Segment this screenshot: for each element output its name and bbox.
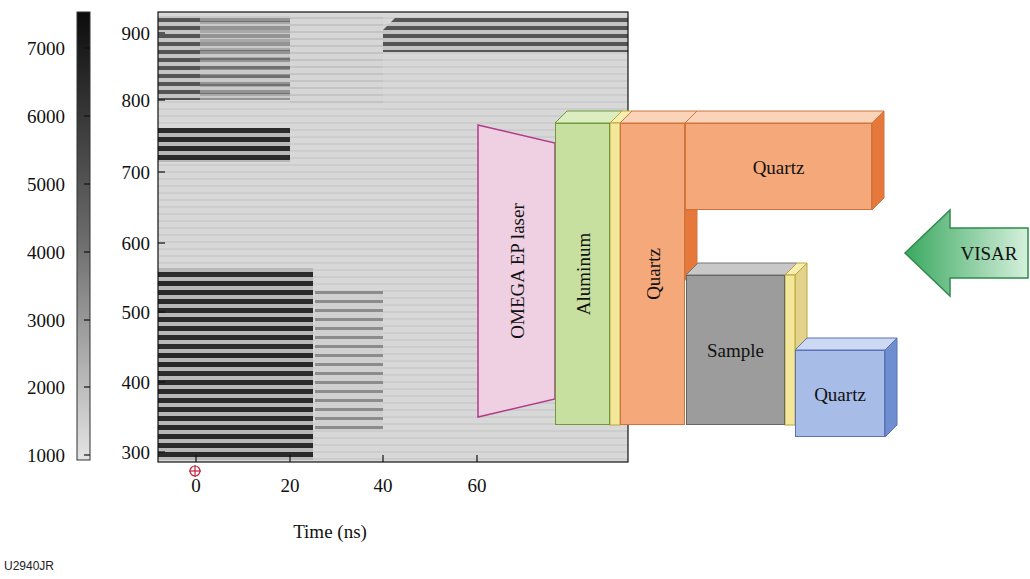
figure-id: U2940JR [4,560,54,572]
quartz-reference: Quartz [685,123,872,210]
x-axis-tick: 0 [191,476,201,495]
visar-arrow: VISAR [905,210,1028,296]
part-label: Sample [707,341,764,360]
sample-block: Sample [686,275,785,425]
part-label: Quartz [643,248,662,300]
y-axis-tick: 900 [122,24,151,43]
colorbar-tick: 7000 [27,39,65,58]
colorbar-tick: 6000 [27,107,65,126]
y-axis-tick: 600 [122,234,151,253]
y-axis-tick: 500 [122,303,151,322]
part-label: VISAR [960,244,1017,263]
y-axis-tick: 300 [122,443,151,462]
colorbar-tick: 2000 [27,378,65,397]
x-axis-tick: 60 [468,476,487,495]
x-axis-tick: 40 [374,476,393,495]
y-axis-tick: 700 [122,163,151,182]
quartz-window: Quartz [620,123,685,425]
x-axis-tick: 20 [281,476,300,495]
colorbar-tick: 3000 [27,311,65,330]
colorbar-tick: 4000 [27,243,65,262]
part-label: Aluminum [573,233,592,315]
aluminum-layer: Aluminum [555,123,610,425]
y-axis-tick: 800 [122,91,151,110]
laser-beam: OMEGA EP laser [478,125,555,417]
colorbar-tick: 1000 [27,446,65,465]
part-label: Quartz [753,157,805,176]
part-label: Quartz [814,384,866,403]
quartz-rear: Quartz [795,350,885,437]
colorbar-tick: 5000 [27,175,65,194]
part-label: OMEGA EP laser [507,203,526,338]
y-axis-tick: 400 [122,373,151,392]
axis-title: Time (ns) [293,522,367,541]
